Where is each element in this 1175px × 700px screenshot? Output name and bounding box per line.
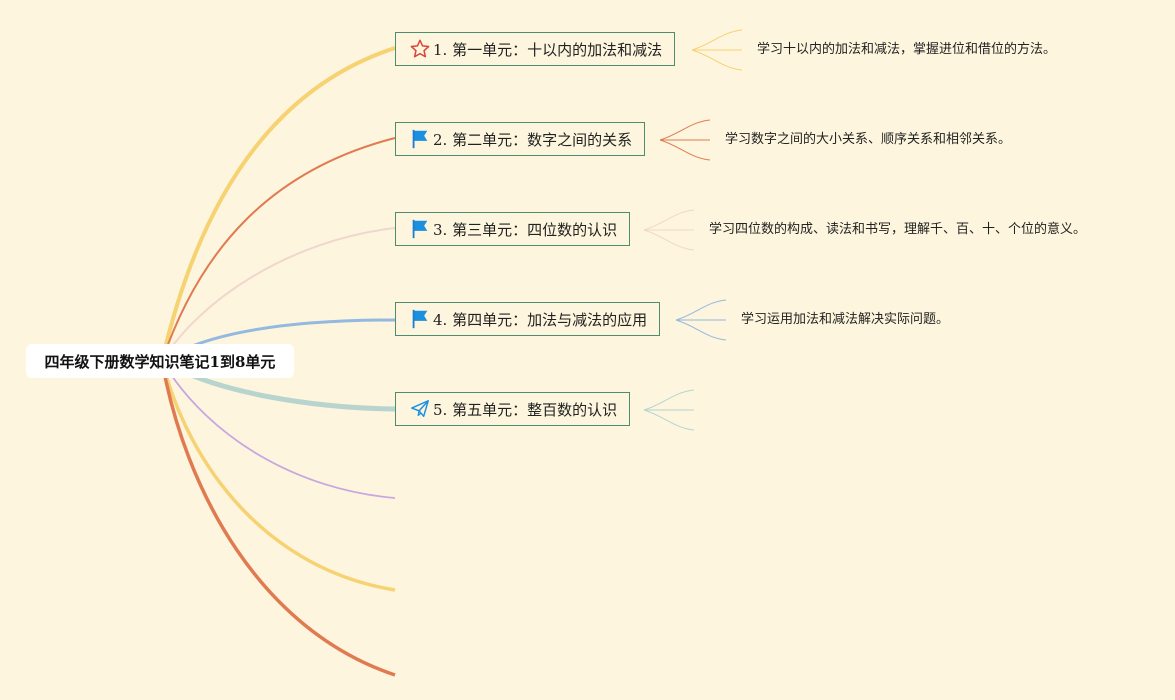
sub-branches-1 — [691, 29, 743, 71]
root-topic[interactable]: 四年级下册数学知识笔记1到8单元 — [26, 344, 294, 378]
branch-line-2 — [161, 137, 396, 362]
paper-plane-icon — [409, 398, 431, 420]
flag-icon — [409, 218, 431, 240]
topic-label: 2. 第二单元：数字之间的关系 — [433, 130, 633, 149]
topic-label: 5. 第五单元：整百数的认识 — [433, 400, 618, 419]
topic-unit-3[interactable]: 3. 第三单元：四位数的认识 — [395, 212, 631, 246]
topic-label: 4. 第四单元：加法与减法的应用 — [433, 310, 648, 329]
topic-description: 学习运用加法和减法解决实际问题。 — [741, 312, 950, 327]
topic-description: 学习数字之间的大小关系、顺序关系和相邻关系。 — [725, 132, 1012, 147]
flag-icon — [409, 308, 431, 330]
branch-line-8 — [160, 360, 396, 677]
star-icon — [409, 38, 431, 60]
sub-branches-5 — [643, 389, 695, 431]
topic-label: 1. 第一单元：十以内的加法和减法 — [433, 40, 663, 59]
topic-unit-2[interactable]: 2. 第二单元：数字之间的关系 — [395, 122, 646, 156]
topic-label: 3. 第三单元：四位数的认识 — [433, 220, 618, 239]
topic-description: 学习四位数的构成、读法和书写，理解千、百、十、个位的意义。 — [709, 222, 1087, 237]
sub-branches-3 — [643, 209, 695, 251]
flag-icon — [409, 128, 431, 150]
branch-line-3 — [161, 227, 396, 362]
topic-unit-4[interactable]: 4. 第四单元：加法与减法的应用 — [395, 302, 661, 336]
topic-description: 学习十以内的加法和减法，掌握进位和借位的方法。 — [757, 42, 1057, 57]
branch-line-6 — [161, 360, 396, 499]
topic-unit-5[interactable]: 5. 第五单元：整百数的认识 — [395, 392, 631, 426]
topic-unit-1[interactable]: 1. 第一单元：十以内的加法和减法 — [395, 32, 676, 66]
sub-branches-4 — [675, 299, 727, 341]
root-title: 四年级下册数学知识笔记1到8单元 — [44, 352, 276, 371]
branch-line-7 — [160, 360, 396, 592]
sub-branches-2 — [659, 119, 711, 161]
branch-line-1 — [160, 46, 396, 362]
